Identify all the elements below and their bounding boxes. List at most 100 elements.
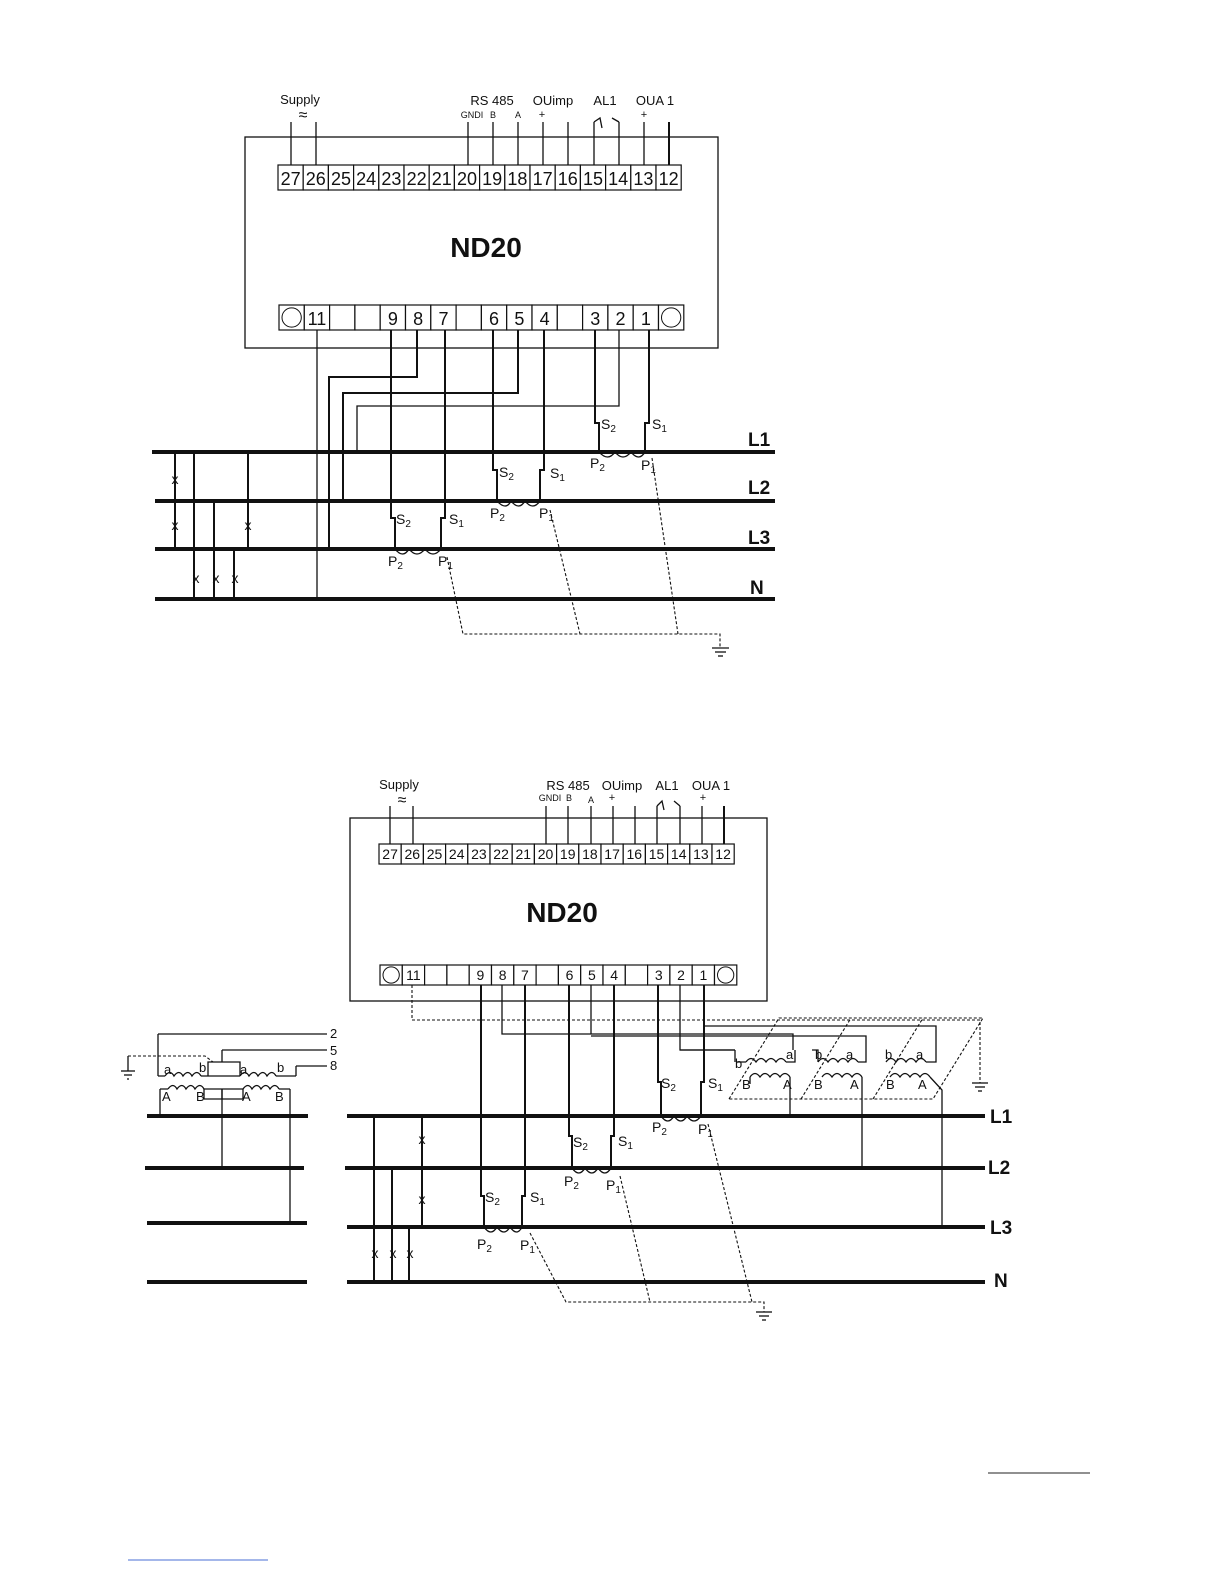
ouimp-label: OUimp xyxy=(602,778,642,793)
fuse-mark: x xyxy=(419,1131,426,1147)
fuse-mark: x xyxy=(407,1245,414,1261)
terminal-number: 22 xyxy=(493,846,509,862)
terminal xyxy=(403,164,430,191)
svg-text:P2: P2 xyxy=(477,1236,492,1255)
svg-text:P1: P1 xyxy=(539,505,554,524)
terminal-number: 19 xyxy=(560,846,576,862)
terminal xyxy=(607,304,634,331)
svg-text:A: A xyxy=(162,1089,171,1104)
svg-text:B: B xyxy=(196,1089,205,1104)
voltage-transformers-right: b a B A b a B A b a xyxy=(704,1017,984,1227)
fuse-mark: x xyxy=(213,570,220,586)
terminal-number: 6 xyxy=(489,309,499,329)
svg-text:B: B xyxy=(814,1077,823,1092)
terminal-number: 15 xyxy=(583,169,603,189)
terminal-number: 14 xyxy=(671,846,687,862)
line-label-l3: L3 xyxy=(990,1218,1012,1239)
terminal-number: 2 xyxy=(616,309,626,329)
terminal xyxy=(455,304,483,331)
supply-label: Supply xyxy=(379,777,419,792)
oua1-label: OUA 1 xyxy=(692,778,730,793)
supply-label: Supply xyxy=(280,92,320,107)
terminal xyxy=(554,164,582,191)
svg-text:S1: S1 xyxy=(530,1189,545,1208)
voltage-transformers-left: 2 5 8 a b a b A B A B xyxy=(121,1026,337,1223)
line-label-n: N xyxy=(750,578,764,599)
fuse-mark: x xyxy=(419,1191,426,1207)
terminal-number: 15 xyxy=(649,846,665,862)
fuse-mark: x xyxy=(372,1245,379,1261)
terminal-number: 8 xyxy=(413,309,423,329)
svg-text:S2: S2 xyxy=(485,1189,500,1208)
terminal-number: 13 xyxy=(633,169,653,189)
terminal xyxy=(424,964,448,986)
screw-icon xyxy=(281,307,302,328)
svg-text:S1: S1 xyxy=(449,511,464,530)
terminal-number: 6 xyxy=(566,967,574,983)
svg-text:b: b xyxy=(735,1056,742,1071)
oua1-plus: + xyxy=(641,109,647,121)
terminal-number: 18 xyxy=(507,169,527,189)
svg-text:b: b xyxy=(199,1060,206,1075)
terminal xyxy=(277,164,304,191)
terminal-number: 5 xyxy=(588,967,596,983)
svg-text:P2: P2 xyxy=(564,1173,579,1192)
svg-text:a: a xyxy=(240,1062,248,1077)
fuse-mark: x xyxy=(172,517,179,533)
terminal-number: 16 xyxy=(627,846,643,862)
terminal-number: 12 xyxy=(659,169,679,189)
svg-text:P2: P2 xyxy=(590,455,605,474)
svg-text:P1: P1 xyxy=(698,1121,713,1140)
terminal-number: 12 xyxy=(715,846,731,862)
svg-text:a: a xyxy=(846,1047,854,1062)
terminal xyxy=(655,164,682,191)
terminal xyxy=(535,964,559,986)
svg-text:a: a xyxy=(164,1062,172,1077)
terminal-number: 25 xyxy=(331,169,351,189)
terminal-number: 24 xyxy=(449,846,465,862)
terminal xyxy=(479,164,506,191)
ct-l1: S2 S1 P2 P1 xyxy=(590,416,667,476)
svg-text:S1: S1 xyxy=(618,1133,633,1152)
terminal xyxy=(453,164,481,191)
rs485-pin-a: A xyxy=(515,110,521,120)
terminal-number: 21 xyxy=(516,846,532,862)
terminal xyxy=(404,304,432,331)
fuse-mark: x xyxy=(390,1245,397,1261)
svg-text:P1: P1 xyxy=(606,1177,621,1196)
svg-text:P2: P2 xyxy=(490,505,505,524)
oua1-label: OUA 1 xyxy=(636,93,674,108)
terminal-number: 8 xyxy=(499,967,507,983)
line-label-l1: L1 xyxy=(748,430,771,451)
device-label: ND20 xyxy=(526,897,598,928)
screw-icon xyxy=(661,307,682,328)
terminal-number: 20 xyxy=(538,846,554,862)
svg-text:5: 5 xyxy=(330,1043,337,1058)
svg-text:b: b xyxy=(277,1060,284,1075)
terminal xyxy=(556,304,584,331)
ct-l3: S2 S1 P2 P1 xyxy=(477,1189,545,1256)
svg-text:S2: S2 xyxy=(601,416,616,435)
fuse-mark: x xyxy=(245,517,252,533)
terminal-number: 26 xyxy=(306,169,326,189)
svg-text:8: 8 xyxy=(330,1058,337,1073)
terminal-number: 14 xyxy=(608,169,628,189)
terminal-number: 23 xyxy=(471,846,487,862)
terminal-number: 20 xyxy=(457,169,477,189)
ground-symbol xyxy=(756,1311,772,1321)
terminal-number: 13 xyxy=(693,846,709,862)
ouimp-label: OUimp xyxy=(533,93,573,108)
terminal xyxy=(428,164,456,191)
svg-text:S2: S2 xyxy=(396,511,411,530)
terminal-screw xyxy=(278,304,305,331)
screw-icon xyxy=(382,966,400,984)
line-label-n: N xyxy=(994,1271,1008,1292)
line-label-l2: L2 xyxy=(748,478,770,499)
fuse-mark: x xyxy=(232,570,239,586)
terminal-number: 25 xyxy=(427,846,443,862)
svg-text:S2: S2 xyxy=(661,1075,676,1094)
